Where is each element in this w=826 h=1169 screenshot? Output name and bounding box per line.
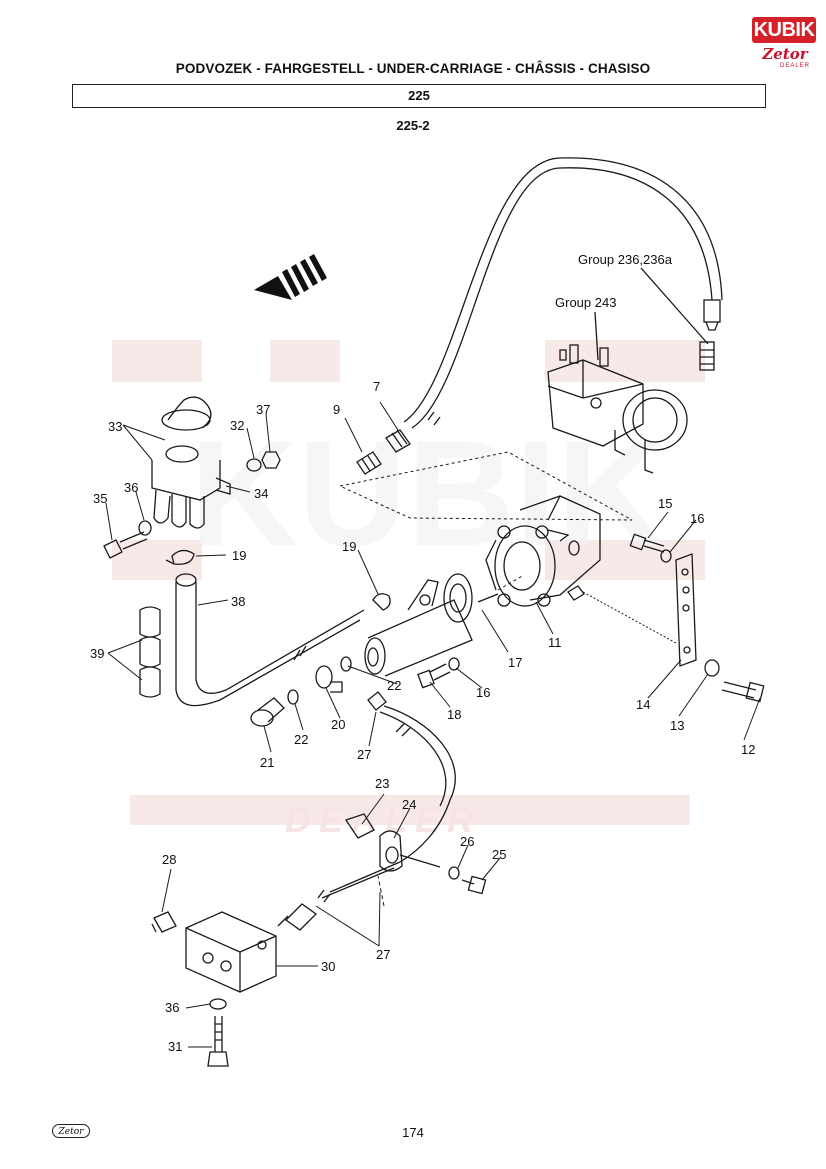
label-part-36-upper: 36 [124, 480, 138, 495]
washer-16 [660, 549, 672, 563]
clip-19-lower [165, 549, 195, 565]
label-part-39: 39 [90, 646, 104, 661]
plug-21 [250, 697, 285, 727]
label-part-27-lower: 27 [376, 947, 390, 962]
label-part-23: 23 [375, 776, 389, 791]
washer-32 [246, 458, 262, 472]
label-part-38: 38 [231, 594, 245, 609]
reservoir-33 [151, 396, 231, 529]
zetor-logo-text: Zetor [762, 45, 808, 63]
section-number-box: 225 [72, 84, 766, 108]
footer-zetor-logo: Zetor [52, 1124, 90, 1138]
bolt-31 [207, 1016, 229, 1067]
label-part-36-lower: 36 [165, 1000, 179, 1015]
figure-code: 225-2 [396, 118, 430, 133]
label-part-32: 32 [230, 418, 244, 433]
kubik-zetor-dealer-logo: KUBIK Zetor DEALER [752, 14, 816, 76]
label-part-16-upper: 16 [690, 511, 704, 526]
bolt-12 [721, 681, 765, 703]
plug-28 [151, 911, 177, 933]
cylinder-11 [485, 495, 601, 607]
dealer-watermark: KUBIK DEALER [112, 340, 705, 840]
watermark-kubik-text: KUBIK [190, 409, 665, 577]
block-30 [185, 911, 277, 993]
callout-leaders [105, 413, 761, 1048]
washer-36-lower [209, 998, 227, 1010]
dealer-tagline: DEALER [780, 63, 811, 69]
nut-37 [261, 451, 281, 469]
bracket-14 [675, 553, 697, 667]
ring-22-b [287, 689, 299, 705]
label-part-15: 15 [658, 496, 672, 511]
label-part-12: 12 [741, 742, 755, 757]
label-part-22-b: 22 [294, 732, 308, 747]
label-part-17: 17 [508, 655, 522, 670]
page-title: PODVOZEK - FAHRGESTELL - UNDER-CARRIAGE … [175, 61, 651, 76]
label-part-37: 37 [256, 402, 270, 417]
washer-36-upper [138, 520, 152, 536]
group-243-valve [547, 344, 688, 474]
label-part-28: 28 [162, 852, 176, 867]
label-part-7: 7 [373, 379, 380, 394]
label-group-243: Group 243 [555, 295, 616, 310]
label-part-19-upper: 19 [342, 539, 356, 554]
label-part-33: 33 [108, 419, 122, 434]
kubik-badge: KUBIK [752, 17, 816, 43]
bracket-23 [344, 813, 375, 839]
label-part-31: 31 [168, 1039, 182, 1054]
ring-22-a [340, 656, 352, 672]
washer-13 [704, 659, 720, 677]
top-hose [403, 157, 723, 429]
page-number: 174 [402, 1125, 424, 1140]
clamp-24 [379, 830, 441, 872]
label-part-19-lower: 19 [232, 548, 246, 563]
label-part-35: 35 [93, 491, 107, 506]
fitting-9 [356, 451, 382, 475]
clamps-39 [139, 606, 161, 698]
direction-arrow-icon [254, 254, 327, 300]
label-part-18: 18 [447, 707, 461, 722]
clip-19-upper [372, 593, 391, 611]
label-part-11: 11 [548, 635, 562, 650]
label-part-9: 9 [333, 402, 340, 417]
bolt-25 [461, 875, 487, 895]
bolt-18 [417, 663, 451, 689]
label-group-236: Group 236,236a [578, 252, 673, 267]
bolt-15 [629, 533, 665, 553]
label-part-30: 30 [321, 959, 335, 974]
label-part-16-lower: 16 [476, 685, 490, 700]
banjo-20 [315, 665, 343, 693]
label-part-25: 25 [492, 847, 506, 862]
label-part-24: 24 [402, 797, 416, 812]
pipe-27 [277, 691, 456, 931]
washer-16b [448, 657, 460, 671]
label-part-20: 20 [331, 717, 345, 732]
label-part-21: 21 [260, 755, 274, 770]
label-part-22-a: 22 [387, 678, 401, 693]
hose-38 [175, 573, 365, 707]
washer-26 [448, 866, 460, 880]
fitting-7 [385, 429, 411, 453]
label-part-13: 13 [670, 718, 684, 733]
label-part-34: 34 [254, 486, 268, 501]
bolt-35 [103, 531, 148, 559]
cylinder-17 [364, 573, 499, 677]
leader-group-236 [640, 267, 709, 345]
label-part-14: 14 [636, 697, 650, 712]
label-part-26: 26 [460, 834, 474, 849]
label-part-27-upper: 27 [357, 747, 371, 762]
leader-group-243 [594, 311, 599, 361]
